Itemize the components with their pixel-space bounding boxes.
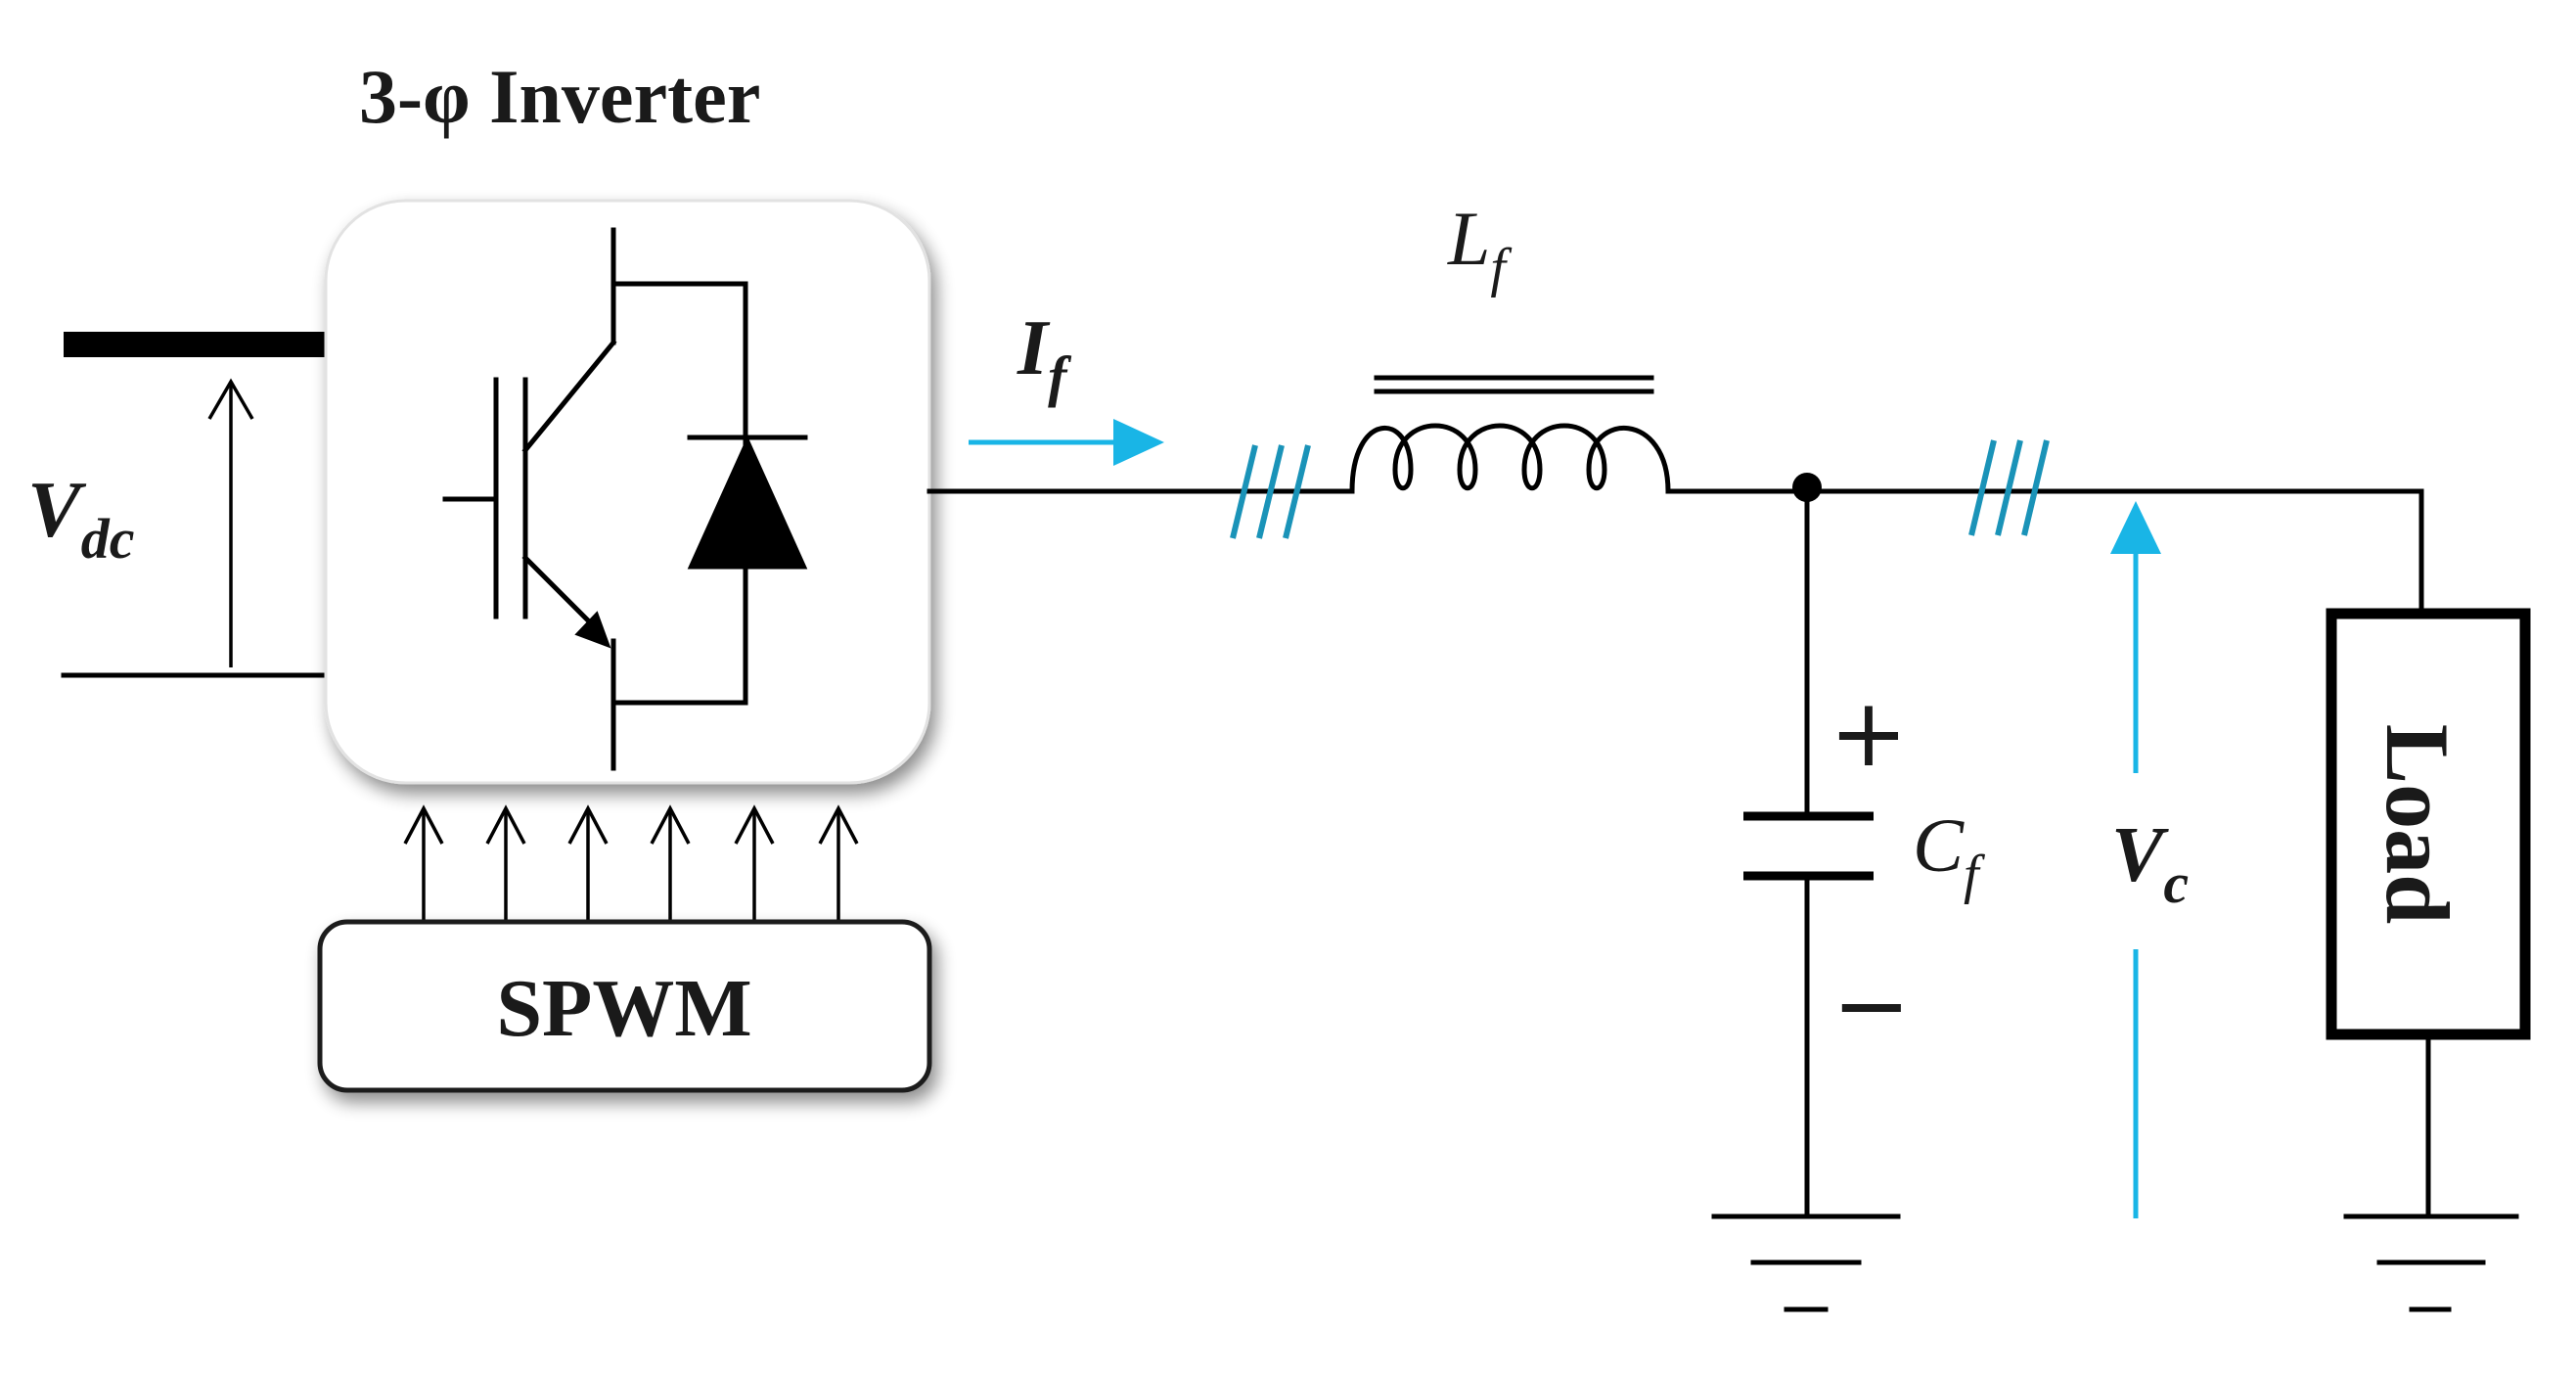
spwm-block: SPWM [317, 919, 932, 1093]
diode-icon [687, 281, 808, 706]
inverter-block [324, 199, 931, 785]
ground-icon [2343, 1214, 2519, 1312]
capacitor-icon [1743, 484, 1874, 1216]
if-current-arrow [969, 419, 1164, 466]
inverter-title: 3-φ Inverter [359, 54, 760, 139]
vc-label: Vc [2111, 812, 2189, 915]
cf-plus-sign: + [1830, 678, 1908, 788]
igbt-icon [442, 227, 748, 771]
cf-minus-sign: − [1832, 950, 1911, 1060]
ground-icon [1711, 1214, 1901, 1312]
three-phase-mark-2 [1968, 439, 2050, 536]
three-phase-mark-1 [1230, 444, 1311, 539]
inductor-icon [1349, 375, 1671, 494]
if-label: If [1017, 305, 1072, 408]
spwm-label: SPWM [496, 963, 751, 1054]
load-label: Load [2368, 724, 2467, 925]
vdc-label: Vdc [27, 465, 134, 571]
gate-signals [403, 804, 859, 920]
load-box [2326, 608, 2531, 1040]
lf-label: Lf [1447, 196, 1513, 298]
load-block: Load [2326, 488, 2531, 1216]
vdc-arrow-head [207, 378, 254, 420]
cf-label: Cf [1913, 802, 1986, 905]
spwm-box [317, 919, 932, 1093]
dc-source [61, 332, 331, 678]
inverter-box [324, 199, 931, 785]
vc-voltage-arrow [2110, 501, 2161, 1218]
